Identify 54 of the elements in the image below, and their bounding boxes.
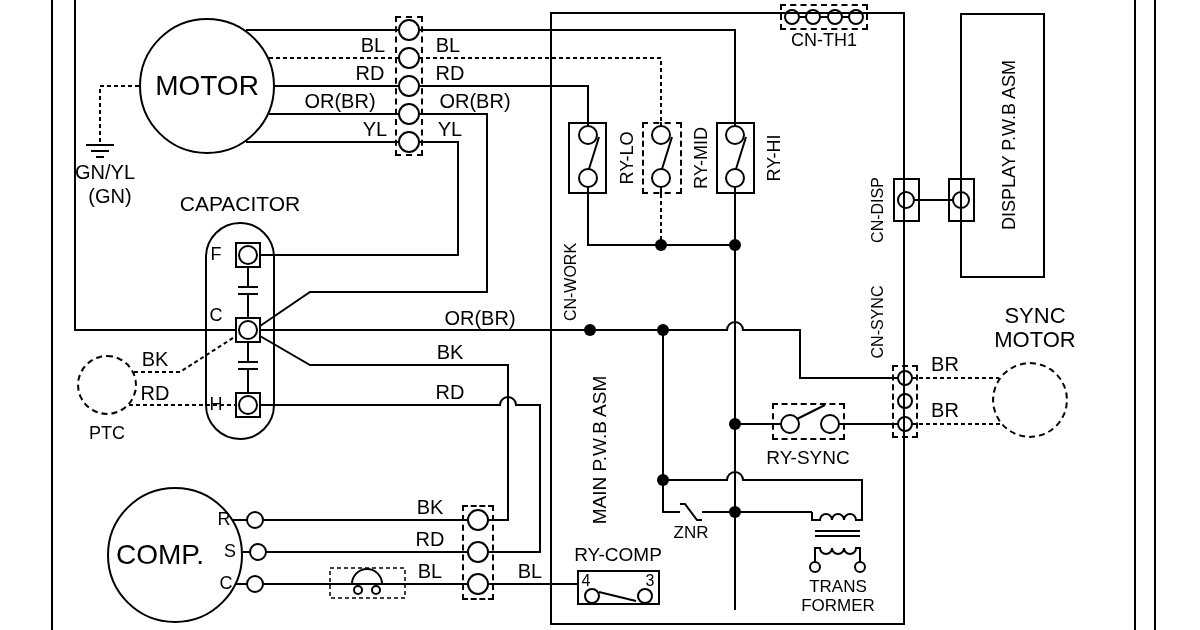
wire	[418, 85, 589, 123]
wire	[128, 404, 237, 406]
terminal-label: 4	[581, 572, 591, 590]
wire	[911, 377, 1000, 379]
relay-label: RY-LO	[618, 131, 638, 185]
wire	[487, 583, 578, 585]
component-label: SYNC MOTOR	[993, 303, 1077, 353]
wire	[913, 199, 954, 201]
wire	[259, 396, 541, 553]
wire	[418, 29, 736, 123]
terminal-label: H	[209, 395, 223, 415]
relay-label: RY-COMP	[574, 544, 662, 566]
wire	[911, 423, 1001, 425]
relay-label: RY-HI	[765, 134, 785, 182]
wire	[418, 57, 662, 123]
connector-label: CN-TH1	[791, 31, 857, 51]
board-label: DISPLAY P.W.B ASM	[1000, 59, 1020, 231]
connector-label: CN-WORK	[562, 242, 580, 322]
wire	[245, 141, 400, 143]
wire-color-label: OR(BR)	[443, 307, 517, 329]
terminal-label: F	[210, 245, 222, 265]
terminal-label: C	[219, 574, 233, 594]
component-label: CAPACITOR	[179, 192, 301, 216]
component-label: TRANS FORMER	[800, 578, 876, 616]
component-label: COMP.	[115, 539, 205, 571]
wire-color-label: OR(BR)	[303, 90, 377, 112]
terminal-label: C	[209, 306, 223, 326]
wire	[259, 113, 488, 327]
wire	[262, 519, 469, 521]
wire	[259, 321, 899, 379]
wire-color-label: (GN)	[88, 185, 132, 207]
wire	[844, 423, 899, 425]
connector-label: CN-SYNC	[869, 285, 887, 359]
relay-label: RY-MID	[692, 127, 712, 189]
wire	[245, 29, 400, 31]
terminal-label: S	[224, 542, 236, 562]
wire	[259, 141, 459, 256]
wire-color-label: OR(BR)	[438, 90, 512, 112]
wire	[265, 551, 469, 553]
relay-label: RY-SYNC	[766, 447, 850, 469]
terminal-label: R	[217, 510, 231, 530]
wire	[262, 583, 469, 585]
board-label: MAIN P.W.B ASM	[589, 375, 611, 525]
component-label: MOTOR	[155, 70, 259, 102]
wire	[268, 113, 400, 115]
wire	[259, 335, 509, 521]
terminal-label: 3	[645, 572, 655, 590]
connector-label: CN-DISP	[869, 177, 887, 243]
wire	[74, 0, 237, 331]
wire-color-label: GN/YL	[75, 161, 135, 183]
component-label: ZNR	[673, 523, 709, 543]
wire	[268, 57, 400, 59]
component-label: PTC	[89, 424, 125, 444]
wire	[274, 85, 400, 87]
